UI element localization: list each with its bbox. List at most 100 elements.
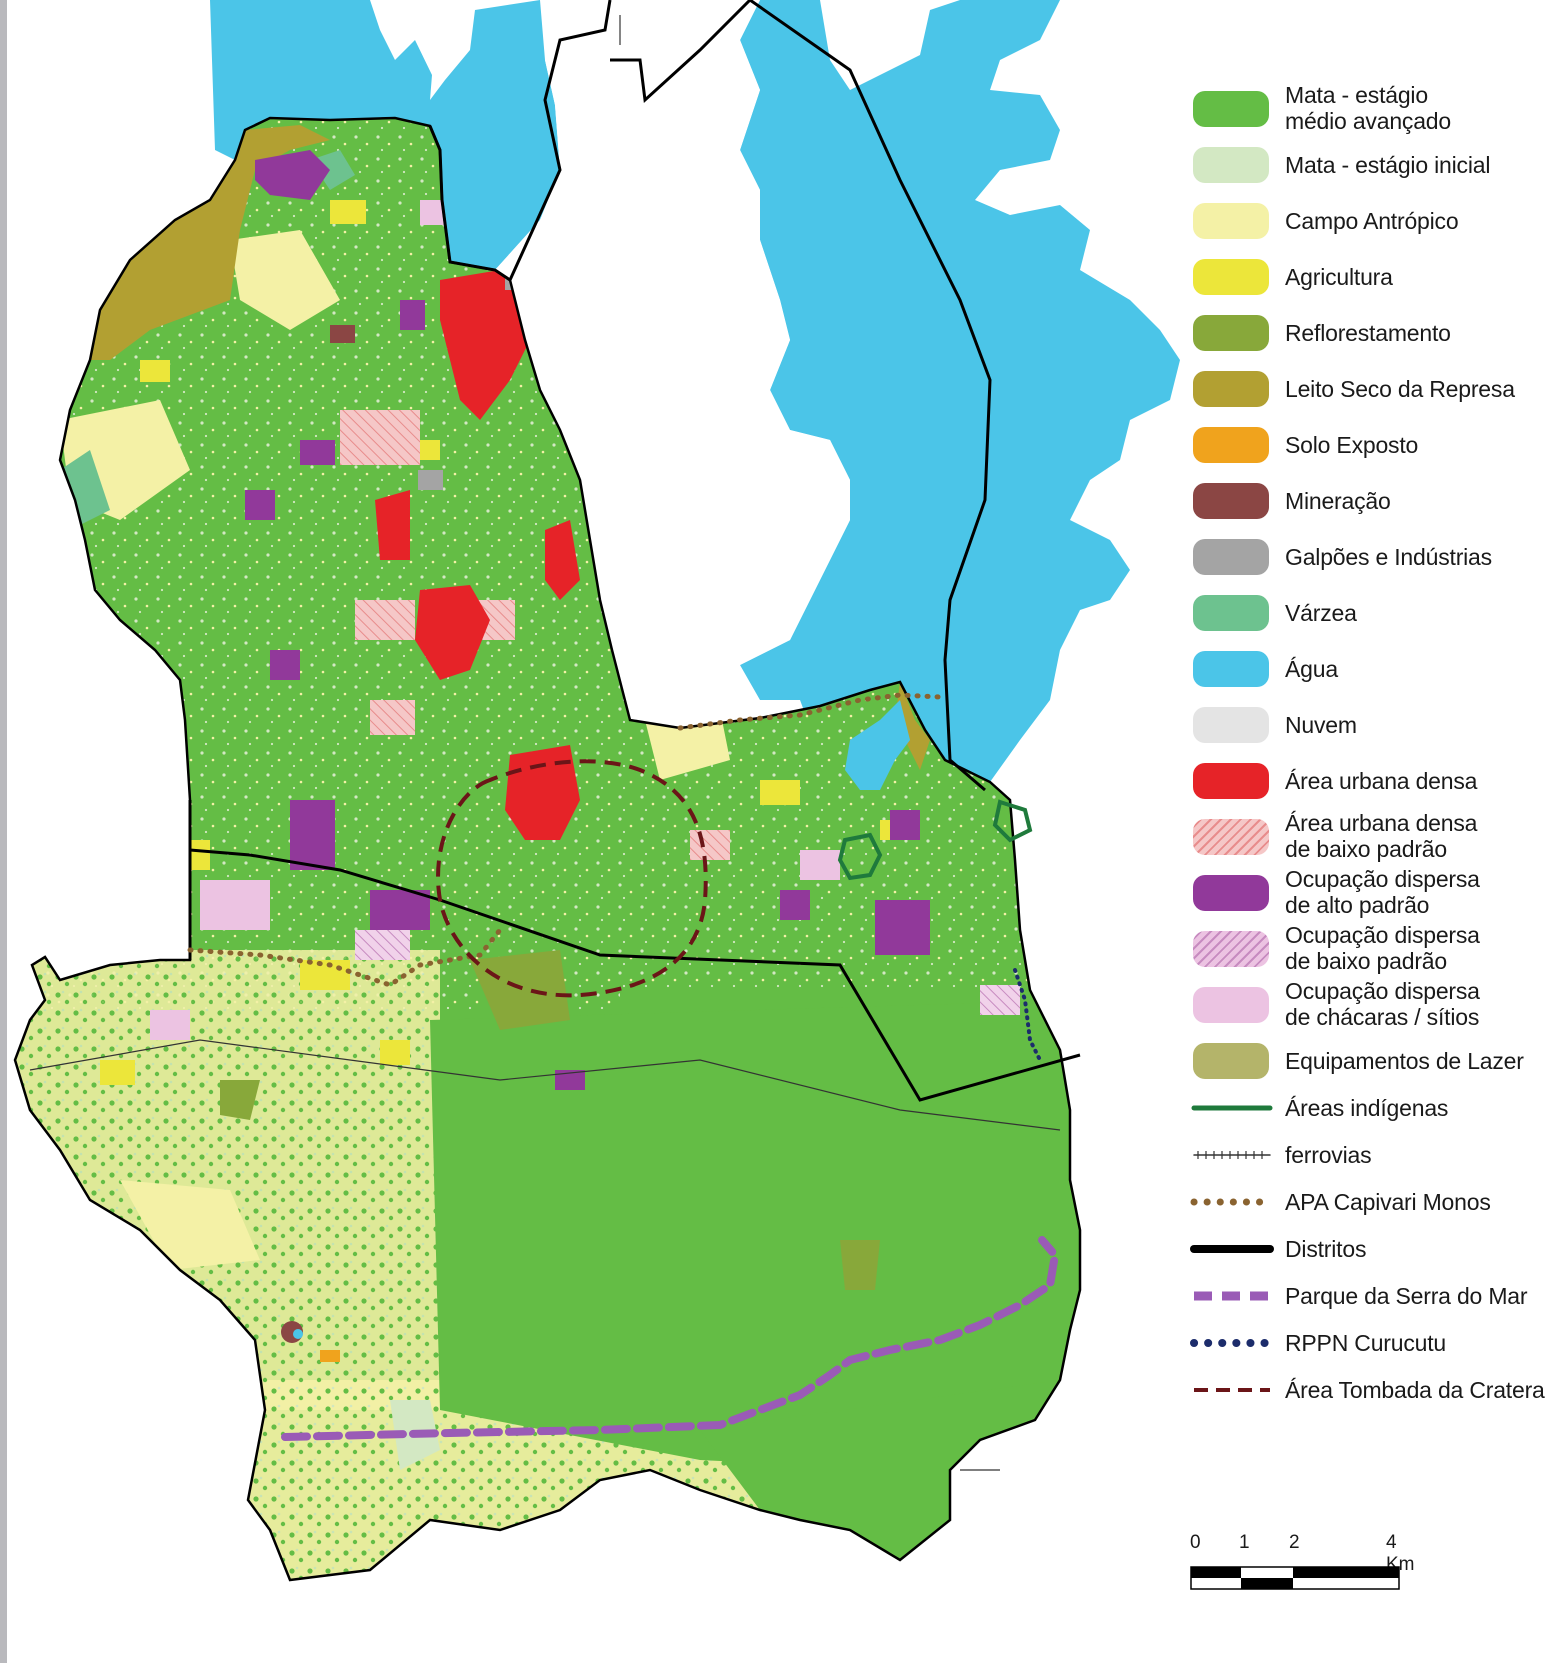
legend-item: Equipamentos de Lazer — [1190, 1036, 1540, 1086]
legend-line-item: Distritos — [1190, 1233, 1540, 1283]
legend-item: Leito Seco da Represa — [1190, 364, 1540, 414]
legend-swatch — [1193, 91, 1269, 127]
legend-swatch — [1193, 819, 1269, 855]
cratera-protected-area — [436, 759, 708, 998]
legend-line-symbol — [1191, 1105, 1273, 1111]
legend-swatch — [1193, 763, 1269, 799]
legend-label: Mata - estágio inicial — [1285, 152, 1490, 178]
legend-swatch — [1193, 371, 1269, 407]
legend-line-item: Área Tombada da Cratera — [1190, 1374, 1545, 1424]
legend-line-symbol — [1193, 1151, 1271, 1159]
legend-label-line1: Solo Exposto — [1285, 432, 1419, 458]
legend-label-line1: Leito Seco da Represa — [1285, 376, 1515, 402]
legend-swatch — [1193, 987, 1269, 1023]
legend-label-line1: Área urbana densa — [1285, 768, 1478, 794]
legend-swatch — [1193, 595, 1269, 631]
scale-tick-0: 0 — [1190, 1532, 1201, 1553]
legend-label: Várzea — [1285, 600, 1357, 626]
legend-line-label: Áreas indígenas — [1285, 1095, 1449, 1121]
legend-label: Mineração — [1285, 488, 1391, 514]
legend-label-line1: Ocupação dispersa — [1285, 978, 1480, 1004]
legend-item: Reflorestamento — [1190, 308, 1540, 358]
legend-swatch — [1193, 931, 1269, 967]
legend-line-item: Áreas indígenas — [1190, 1092, 1540, 1142]
legend-label-line2: de baixo padrão — [1285, 948, 1447, 974]
legend-label: Água — [1285, 656, 1338, 682]
legend-item: Agricultura — [1190, 252, 1540, 302]
page-left-border — [0, 0, 7, 1663]
legend-item: Mineração — [1190, 476, 1540, 526]
legend-label-line1: Mata - estágio — [1285, 82, 1428, 108]
scale-bar-graphic — [1190, 1566, 1400, 1590]
legend-line-label: Área Tombada da Cratera — [1285, 1377, 1545, 1403]
legend-line-symbol — [1190, 1198, 1274, 1206]
legend-line-label: APA Capivari Monos — [1285, 1189, 1491, 1215]
rppn-curucutu-boundary — [1013, 968, 1042, 1062]
legend-label-line1: Agricultura — [1285, 264, 1393, 290]
legend-label-line1: Equipamentos de Lazer — [1285, 1048, 1524, 1074]
legend-line-label: ferrovias — [1285, 1142, 1372, 1168]
legend-swatch — [1193, 1043, 1269, 1079]
legend-label: Reflorestamento — [1285, 320, 1451, 346]
legend-swatch — [1193, 259, 1269, 295]
legend-label-line2: médio avançado — [1285, 108, 1451, 134]
legend-label-line1: Ocupação dispersa — [1285, 866, 1480, 892]
scale-tick-2: 2 — [1289, 1532, 1300, 1553]
legend-label: Solo Exposto — [1285, 432, 1418, 458]
legend-swatch — [1193, 315, 1269, 351]
legend-swatch — [1193, 875, 1269, 911]
legend-swatch — [1193, 427, 1269, 463]
legend-label: Equipamentos de Lazer — [1285, 1048, 1524, 1074]
legend-line-symbol — [1190, 1245, 1274, 1253]
legend-label: Campo Antrópico — [1285, 208, 1459, 234]
legend-label-line1: Reflorestamento — [1285, 320, 1451, 346]
legend-label-line1: Ocupação dispersa — [1285, 922, 1480, 948]
legend-label: Leito Seco da Represa — [1285, 376, 1515, 402]
legend-label-line1: Mineração — [1285, 488, 1391, 514]
legend-line-label: Parque da Serra do Mar — [1285, 1283, 1528, 1309]
legend-swatch — [1193, 651, 1269, 687]
legend-item: Nuvem — [1190, 700, 1540, 750]
district-boundaries — [188, 0, 1081, 1102]
legend-item: Área urbana densa — [1190, 756, 1540, 806]
legend-label-line1: Galpões e Indústrias — [1285, 544, 1492, 570]
legend-line-symbol — [1194, 1388, 1270, 1392]
legend-label-line1: Área urbana densa — [1285, 810, 1478, 836]
legend-label-line2: de baixo padrão — [1285, 836, 1447, 862]
legend-line-item: RPPN Curucutu — [1190, 1327, 1540, 1377]
scale-bar: 0 1 2 4 Km — [1190, 1532, 1420, 1604]
legend-item: Mata - estágio inicial — [1190, 140, 1540, 190]
legend-label: Agricultura — [1285, 264, 1393, 290]
apa-capivari-monos-boundary — [187, 692, 943, 988]
legend-label-line1: Nuvem — [1285, 712, 1357, 738]
legend-swatch — [1193, 147, 1269, 183]
legend-label-line2: de chácaras / sítios — [1285, 1004, 1480, 1030]
legend-line-item: Parque da Serra do Mar — [1190, 1280, 1540, 1330]
legend-label: Galpões e Indústrias — [1285, 544, 1492, 570]
legend-label: Nuvem — [1285, 712, 1357, 738]
scale-tick-1: 1 — [1239, 1532, 1250, 1553]
legend-label-line2: de alto padrão — [1285, 892, 1430, 918]
legend-label-line1: Mata - estágio inicial — [1285, 152, 1491, 178]
legend-label: Área urbana densa — [1285, 768, 1477, 794]
legend-line-symbol — [1194, 1291, 1270, 1301]
legend-line-item: APA Capivari Monos — [1190, 1186, 1540, 1236]
legend-item: Solo Exposto — [1190, 420, 1540, 470]
legend-line-item: ferrovias — [1190, 1139, 1540, 1189]
legend-swatch — [1193, 483, 1269, 519]
non-municipal-area — [495, 0, 850, 728]
legend-line-label: Distritos — [1285, 1236, 1367, 1262]
legend-item: Campo Antrópico — [1190, 196, 1540, 246]
legend-line-label: RPPN Curucutu — [1285, 1330, 1447, 1356]
legend-swatch — [1193, 203, 1269, 239]
